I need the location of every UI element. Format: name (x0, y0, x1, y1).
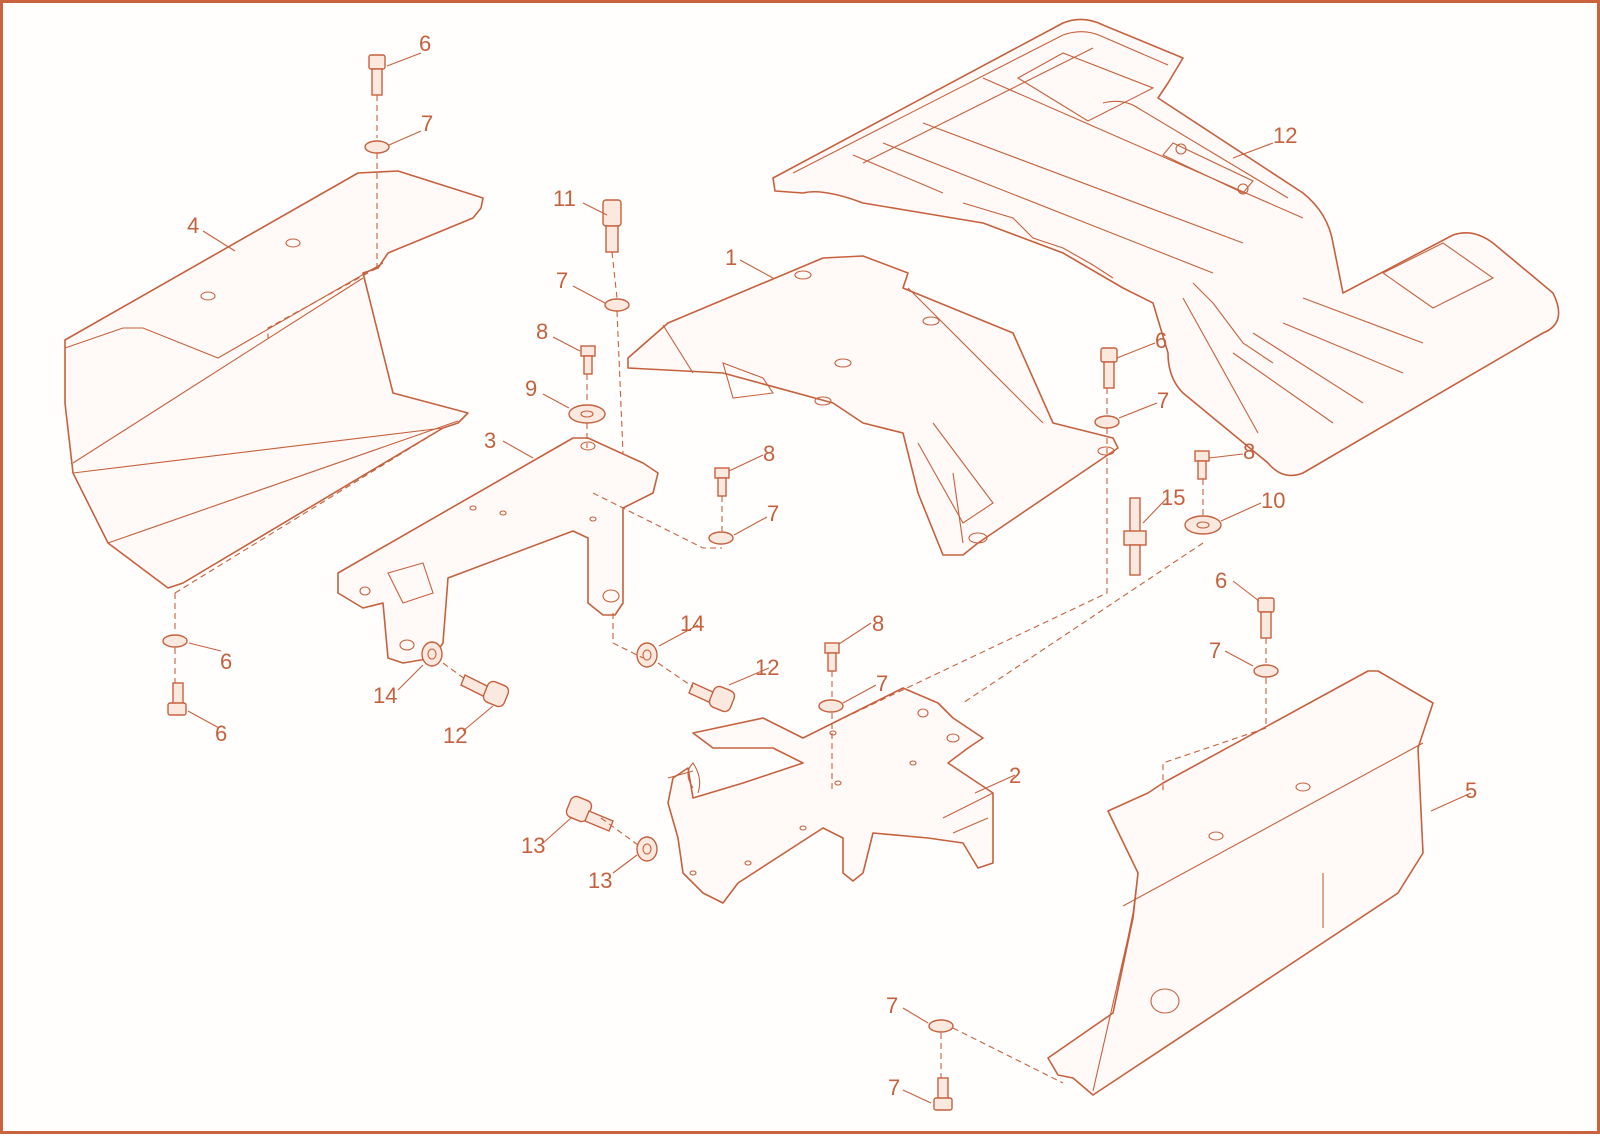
callout-7: 7 (556, 268, 568, 293)
washer-7-mid (708, 531, 734, 545)
callout-7: 7 (421, 111, 433, 136)
callout-6: 6 (419, 31, 431, 56)
callout-14: 14 (680, 611, 704, 636)
callout-6: 6 (1155, 328, 1167, 353)
washer-14-left (421, 641, 443, 667)
washer-13 (636, 836, 658, 862)
part-1-center-plate (627, 255, 1119, 556)
part-4-left-cover (64, 170, 484, 589)
screw-10 (602, 199, 622, 227)
callout-12: 12 (755, 655, 779, 680)
washer-7-bottom-left (162, 634, 188, 648)
bolt-6-top-left-shank (371, 68, 383, 96)
callout-10: 11 (553, 186, 576, 211)
part-11-floor-cover (772, 18, 1560, 477)
bolt-6-bottom-right (933, 1097, 953, 1111)
callout-14: 14 (373, 683, 397, 708)
callout-15: 15 (1161, 485, 1185, 510)
callout-1: 1 (725, 245, 737, 270)
callout-12: 13 (521, 833, 545, 858)
screw-8-center-shank (717, 477, 727, 497)
assembly-lines (174, 95, 1267, 1084)
callout-7: 7 (767, 501, 779, 526)
callout-9: 9 (525, 376, 537, 401)
callout-8: 8 (536, 319, 548, 344)
bolt-6-bottom-left-shank (172, 682, 184, 706)
bolt-6-bottom-left (167, 702, 187, 716)
screw-8-lower-shank (827, 652, 837, 672)
callout-7: 7 (886, 993, 898, 1018)
washer-9-left (568, 404, 606, 424)
washer-7-center (604, 298, 630, 312)
callout-6: 6 (1215, 568, 1227, 593)
exploded-parts-diagram: 6 7 4 11 7 8 9 3 1 8 7 6 7 8 10 15 12 6 … (64, 18, 1560, 1111)
bolt-6-far-right-shank (1260, 611, 1272, 639)
callout-2: 2 (1009, 763, 1021, 788)
callout-5: 5 (1465, 778, 1477, 803)
screw-10-shank (605, 225, 619, 253)
callout-6: 7 (888, 1075, 900, 1100)
callout-3: 3 (484, 428, 496, 453)
part-3-left-bracket (337, 437, 659, 664)
washer-14-center (636, 642, 658, 668)
washer-7-top-left (364, 140, 390, 154)
hardware (162, 54, 1279, 1111)
callout-8: 8 (763, 441, 775, 466)
screw-8-left (580, 345, 596, 357)
callouts: 6 7 4 11 7 8 9 3 1 8 7 6 7 8 10 15 12 6 … (187, 31, 1477, 1100)
callout-6: 6 (215, 721, 227, 746)
bolt-6-right (1100, 347, 1118, 363)
callout-13: 13 (588, 868, 612, 893)
callout-8: 8 (872, 611, 884, 636)
callout-7: 7 (1157, 388, 1169, 413)
washer-7-bottom-right (928, 1019, 954, 1033)
callout-7: 7 (876, 671, 888, 696)
callout-7: 6 (220, 649, 232, 674)
screw-8-left-shank (583, 355, 593, 375)
callout-8: 8 (1243, 439, 1255, 464)
washer-7-lower (818, 699, 844, 713)
bolt-6-far-right (1257, 597, 1275, 613)
bolt-6-top-left (368, 54, 386, 70)
part-5-right-cover (1047, 670, 1434, 1096)
part-15-stud (1123, 497, 1147, 576)
screw-8-right (1194, 450, 1210, 462)
part-2-lower-bracket (667, 687, 994, 904)
callout-12: 12 (443, 723, 467, 748)
callout-4: 4 (187, 213, 199, 238)
bolt-6-bottom-right-shank (937, 1077, 949, 1101)
callout-7: 7 (1209, 638, 1221, 663)
washer-9-right (1184, 515, 1222, 535)
washer-7-right (1094, 415, 1120, 429)
callout-9: 10 (1261, 488, 1285, 513)
screw-8-lower (824, 642, 840, 654)
bolt-6-right-shank (1103, 361, 1115, 389)
leader-lines (187, 52, 1472, 1104)
screw-8-right-shank (1197, 460, 1207, 480)
callout-11: 12 (1273, 123, 1297, 148)
washer-7-far-right (1253, 664, 1279, 678)
screw-8-center (714, 467, 730, 479)
